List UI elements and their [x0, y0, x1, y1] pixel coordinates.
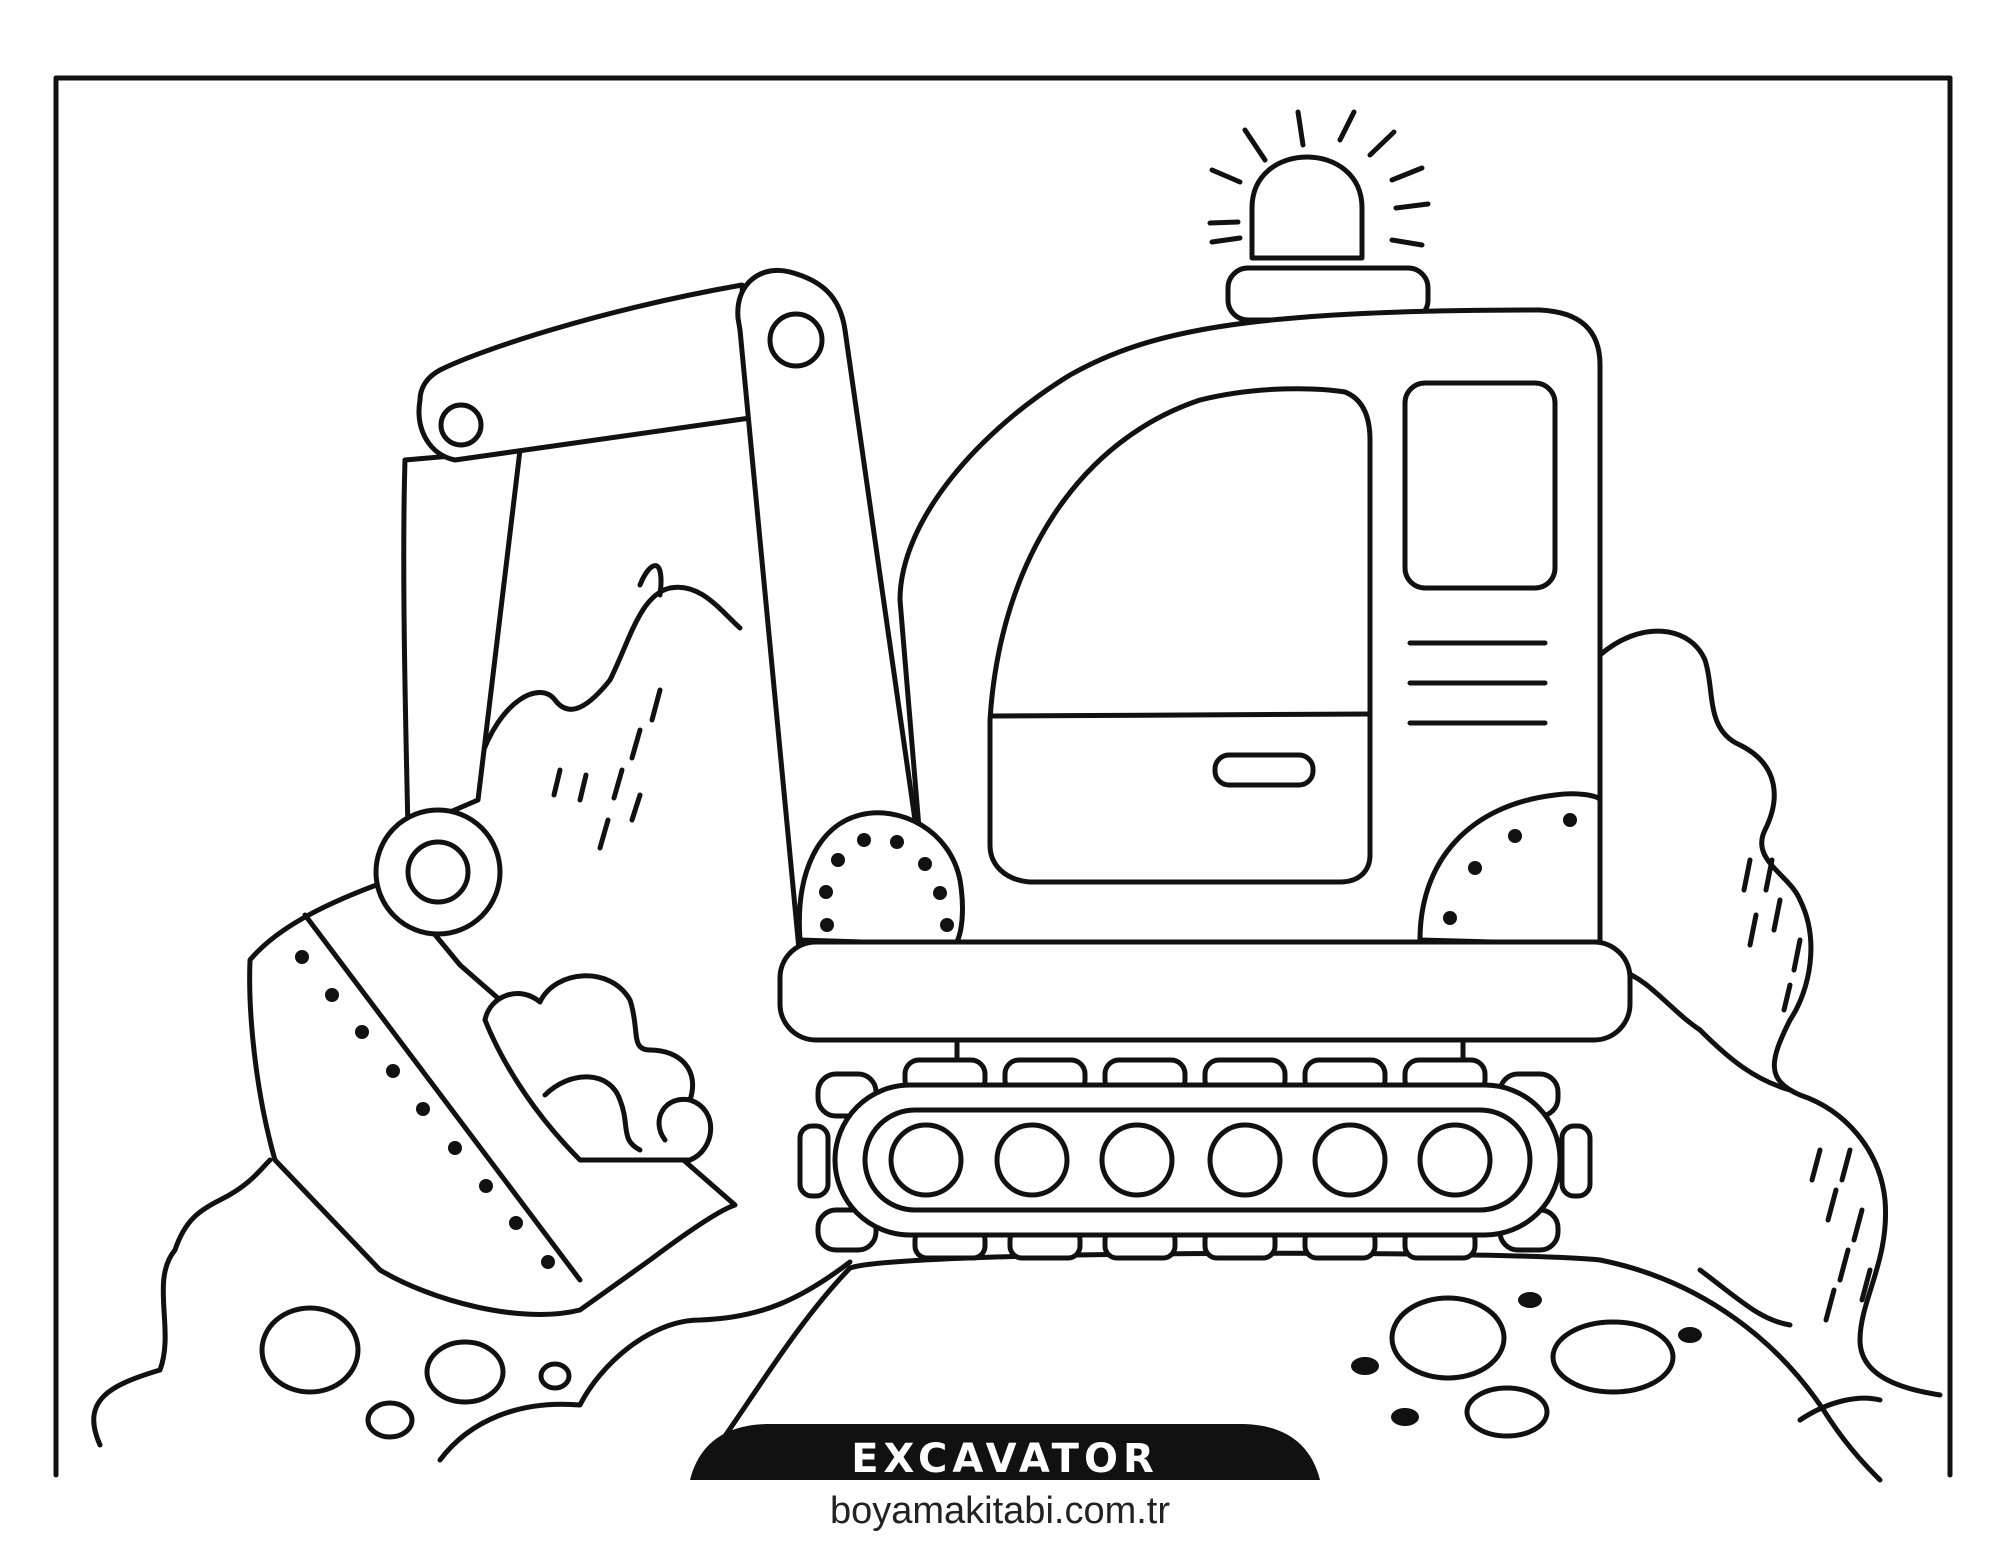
excavator-cab [897, 307, 1603, 963]
excavator-tracks [797, 1037, 1593, 1261]
excavator-deck [777, 939, 1633, 1043]
title-text: EXCAVATOR [851, 1436, 1159, 1482]
rear-wheel-arch [1417, 791, 1603, 948]
rear-arch-dots [1443, 813, 1577, 925]
pebbles [259, 1292, 1702, 1440]
vent-grille [1407, 640, 1548, 726]
door-handle [1212, 752, 1316, 788]
excavator-boom [401, 267, 965, 963]
light-rays-icon [1207, 109, 1431, 248]
front-wheel-arch [796, 810, 965, 948]
dirt-mound-left [91, 563, 853, 1463]
footer-url: boyamakitabi.com.tr [829, 1490, 1170, 1532]
beacon-light [1207, 109, 1431, 323]
page-frame [53, 75, 1953, 1478]
track-wheels [888, 1122, 1493, 1198]
bucket-dirt [482, 973, 714, 1163]
bucket-rivets [295, 950, 555, 1269]
front-arch-dots [819, 833, 954, 932]
dirt-hatch-marks [551, 687, 1873, 1323]
excavator-bucket [247, 807, 738, 1317]
title-banner: EXCAVATOR [690, 1424, 1320, 1482]
side-window [1402, 380, 1558, 591]
dirt-mound-right [1597, 628, 1943, 1423]
